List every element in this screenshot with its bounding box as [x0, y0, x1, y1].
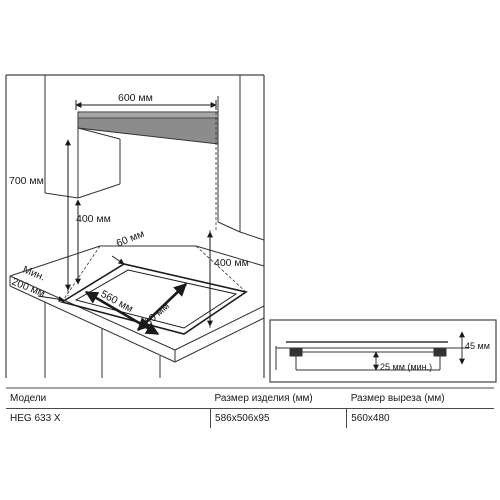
header-models: Модели [6, 389, 211, 409]
main-frame [5, 74, 265, 378]
cutout-depth-label: 480 мм [138, 300, 172, 332]
hood-width-label: 600 мм [118, 92, 153, 104]
section-min-gap-label: 25 мм (мин.) [380, 362, 432, 372]
table-header-row: Модели Размер изделия (мм) Размер выреза… [6, 389, 494, 409]
range-hood [77, 111, 219, 145]
spec-table: Модели Размер изделия (мм) Размер выреза… [6, 389, 494, 428]
dimension-arrows [37, 100, 217, 327]
wall-cabinet-height-label: 400 мм [76, 213, 111, 225]
table-row: HEG 633 X 586x506x95 560x480 [6, 408, 494, 428]
section-detail: 45 мм 25 мм (мин.) [269, 319, 497, 383]
cell-product-size: 586x506x95 [210, 408, 348, 428]
cell-cutout-size: 560x480 [346, 408, 494, 428]
cell-model: HEG 633 X [6, 408, 212, 428]
header-product-size: Размер изделия (мм) [210, 389, 347, 409]
header-cutout-size: Размер выреза (мм) [346, 389, 494, 409]
section-height-label: 45 мм [465, 341, 490, 351]
height-to-hood-label: 700 мм [9, 175, 44, 187]
cutout-arrows [84, 283, 187, 336]
side-clearance-label: 400 мм [214, 257, 249, 269]
